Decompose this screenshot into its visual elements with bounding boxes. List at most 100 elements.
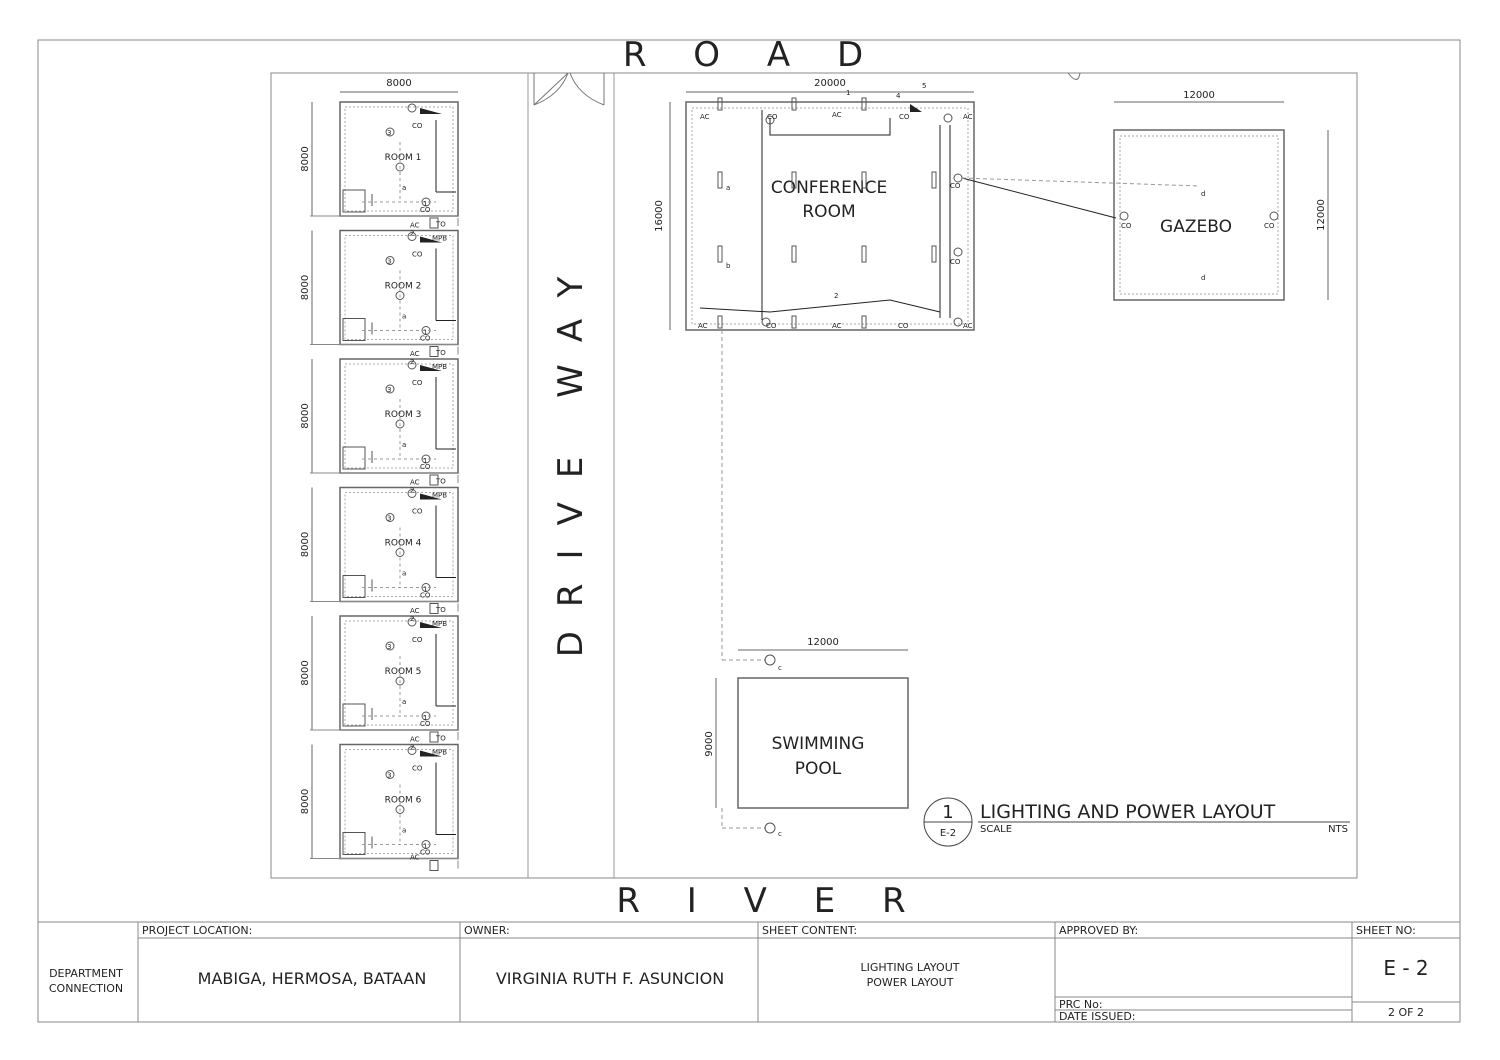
room-outlet-label: CO [420,592,431,600]
room-panel-label: MPB [432,363,447,371]
room-circuit-1: 1 [423,329,427,337]
conf-co-4: CO [950,258,961,266]
conf-ac-2: AC [832,111,842,119]
room-switch-label: a [402,570,406,578]
title-block: DEPARTMENT CONNECTION PROJECT LOCATION: … [38,921,1460,1023]
conference-width-dim: 20000 [814,78,846,89]
room-circuit-3: 3 [387,515,391,523]
sheet-border [37,39,1461,1023]
room-telephone-label: TO [435,478,446,486]
sheet-count: 2 OF 2 [1388,1006,1424,1019]
drawing-title-text: LIGHTING AND POWER LAYOUT [980,801,1276,823]
room-circuit-2: 2 [410,230,414,238]
room-name: ROOM 3 [385,410,422,420]
conf-ac-6: AC [963,322,973,330]
sheet-number: E - 2 [1383,956,1428,980]
date-issued-label: DATE ISSUED: [1059,1010,1136,1023]
conf-ckt-4: 4 [896,92,901,100]
river-label: R I V E R [616,881,923,921]
room-name: ROOM 2 [385,282,422,292]
room-width-dim: 8000 [386,78,411,89]
room-outlet-label: CO [412,251,423,259]
room-telephone-label: TO [435,606,446,614]
pool-depth-dim: 9000 [704,731,715,756]
conf-co-5: CO [766,322,777,330]
room-panel-label: MPB [432,620,447,628]
road-label: R O A D [623,35,881,75]
gazebo-co-2: CO [1264,222,1275,230]
driveway-label: DRIVE WAY [551,253,591,658]
conference-depth-dim: 16000 [654,200,665,232]
room-switch-label: a [402,827,406,835]
sheet-content-line-1: LIGHTING LAYOUT [861,961,960,974]
room-outlet-label: CO [412,379,423,387]
room-switch-label: a [402,441,406,449]
room-outlet-label: CO [420,463,431,471]
room-circuit-1: 1 [423,586,427,594]
conf-ckt-2: 2 [834,292,838,300]
room-circuit-1: 1 [423,843,427,851]
pool-width-dim: 12000 [807,637,839,648]
room-circuit-3: 3 [387,129,391,137]
pool-name-1: SWIMMING [772,734,865,754]
drawing-number: 1 [942,802,953,823]
drawing-title: 1 E-2 LIGHTING AND POWER LAYOUT SCALE NT… [923,797,1350,847]
swimming-pool: c c 12000 9000 SWIMMING POOL [704,330,909,838]
room-switch-label: a [402,184,406,192]
owner-label: OWNER: [464,924,510,937]
room-panel-label: MPB [432,235,447,243]
conf-sw-a: a [726,184,730,192]
gate [533,72,605,106]
sheet-no-label: SHEET NO: [1356,924,1416,937]
room-circuit-2: 2 [410,615,414,623]
conf-ac-5: AC [832,322,842,330]
room-outlet-label: CO [412,122,423,130]
room-outlet-label: CO [412,765,423,773]
pool-sw-1: c [778,664,782,672]
room-aircon-label: AC [410,854,420,862]
room-circuit-1: 1 [423,200,427,208]
gazebo-depth-dim: 12000 [1316,199,1327,231]
room-name: ROOM 1 [385,153,422,163]
door-swing [1067,72,1081,80]
pool-sw-2: c [778,830,782,838]
room-aircon-label: AC [410,350,420,358]
room-circuit-3: 3 [387,386,391,394]
site-boundary [270,72,1358,879]
conf-co-6: CO [898,322,909,330]
room-aircon-label: AC [410,479,420,487]
prc-label: PRC No: [1059,998,1103,1011]
room-depth-dim: 8000 [300,275,311,300]
room-name: ROOM 6 [385,796,422,806]
conf-ckt-1: 1 [846,89,850,97]
approved-by-label: APPROVED BY: [1059,924,1138,937]
department-line-1: DEPARTMENT [49,967,123,980]
room-panel-label: MPB [432,492,447,500]
room-circuit-2: 2 [410,744,414,752]
gazebo-sw-1: d [1201,190,1205,198]
conf-ac-4: AC [698,322,708,330]
room-depth-dim: 8000 [300,789,311,814]
department-line-2: CONNECTION [49,982,123,995]
project-location: MABIGA, HERMOSA, BATAAN [198,969,427,988]
conf-ckt-5: 5 [922,82,926,90]
room-telephone-label: TO [435,349,446,357]
room-outlet-label: CO [412,508,423,516]
room-telephone-label: TO [435,221,446,229]
room-switch-label: a [402,698,406,706]
room-circuit-3: 3 [387,258,391,266]
room-depth-dim: 8000 [300,532,311,557]
gazebo-co-1: CO [1121,222,1132,230]
room-depth-dim: 8000 [300,403,311,428]
drawing-sheet-ref: E-2 [940,828,956,839]
room-circuit-1: 1 [423,457,427,465]
room-aircon-label: AC [410,222,420,230]
room-circuit-1: 1 [423,714,427,722]
gazebo-name: GAZEBO [1160,217,1232,237]
conf-co-2: CO [899,113,910,121]
scale-label: SCALE [980,824,1012,835]
